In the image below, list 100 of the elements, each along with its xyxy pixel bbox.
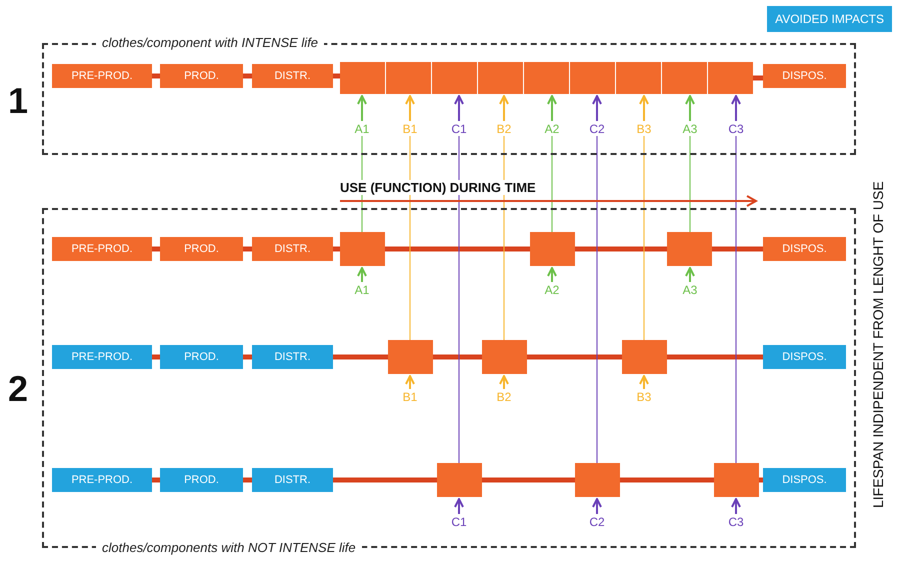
phase-box: DISPOS. (763, 345, 846, 369)
connector-line (152, 74, 160, 78)
connector-line (667, 354, 763, 360)
connector-line (575, 246, 667, 252)
phase-box: DISTR. (252, 64, 333, 88)
connector-line (333, 246, 340, 252)
arrow (731, 498, 741, 514)
use-phase-box (340, 62, 385, 94)
connector-line (482, 478, 575, 482)
arrow (405, 375, 415, 389)
arrow (499, 375, 509, 389)
arrow (685, 95, 695, 121)
connector-line (152, 354, 160, 360)
use-phase-box (432, 62, 477, 94)
phase-box: PROD. (160, 64, 243, 88)
use-phase-box (667, 232, 712, 266)
impact-label: B1 (395, 390, 425, 404)
arrow (357, 95, 367, 121)
arrow (357, 267, 367, 282)
impact-label: A2 (537, 283, 567, 297)
phase-box: DISTR. (252, 345, 333, 369)
arrow (731, 95, 741, 121)
use-phase-box (388, 340, 433, 374)
connector-line (620, 478, 714, 482)
impact-label: A2 (537, 122, 567, 136)
phase-box: PRE-PROD. (52, 468, 152, 492)
arrow (639, 375, 649, 389)
connector-line (152, 478, 160, 482)
arrow (592, 95, 602, 121)
use-phase-box (530, 232, 575, 266)
connector-line (385, 246, 530, 252)
impact-label: B3 (629, 390, 659, 404)
connector-line (333, 74, 340, 78)
impact-label: C2 (582, 515, 612, 529)
impact-label: A3 (675, 122, 705, 136)
use-phase-box (524, 62, 569, 94)
impact-label: B2 (489, 122, 519, 136)
use-phase-box (575, 463, 620, 497)
connector-line (152, 246, 160, 252)
use-phase-box (708, 62, 753, 94)
phase-box: DISTR. (252, 468, 333, 492)
arrow (685, 267, 695, 282)
use-phase-box (714, 463, 759, 497)
impact-label: C1 (444, 122, 474, 136)
connector-line (759, 478, 763, 482)
phase-box: DISPOS. (763, 468, 846, 492)
connector-line (596, 136, 598, 464)
axis-caption: USE (FUNCTION) DURING TIME (340, 180, 536, 195)
impact-label: C1 (444, 515, 474, 529)
use-phase-box (482, 340, 527, 374)
connector-line (333, 478, 437, 482)
side-note: LIFESPAN INDIPENDENT FROM LENGHT OF USE (870, 180, 886, 510)
connector-line (243, 478, 252, 482)
impact-label: A1 (347, 122, 377, 136)
phase-box: DISTR. (252, 237, 333, 261)
section-number: 2 (8, 368, 28, 410)
phase-box: PROD. (160, 237, 243, 261)
use-phase-box (622, 340, 667, 374)
use-phase-box (386, 62, 431, 94)
use-phase-box (478, 62, 523, 94)
use-phase-box (662, 62, 707, 94)
connector-line (433, 354, 482, 360)
connector-line (243, 74, 252, 78)
impact-label: C2 (582, 122, 612, 136)
group-title: clothes/component with INTENSE life (96, 35, 324, 50)
use-phase-box (437, 463, 482, 497)
connector-line (333, 354, 388, 360)
impact-label: A3 (675, 283, 705, 297)
use-phase-box (616, 62, 661, 94)
arrow (454, 95, 464, 121)
arrow (592, 498, 602, 514)
connector-line (458, 136, 460, 464)
connector-line (243, 354, 252, 360)
phase-box: PRE-PROD. (52, 237, 152, 261)
group-title: clothes/components with NOT INTENSE life (96, 540, 362, 555)
phase-box: DISPOS. (763, 64, 846, 88)
phase-box: PRE-PROD. (52, 64, 152, 88)
connector-line (243, 246, 252, 252)
arrow (405, 95, 415, 121)
section-number: 1 (8, 80, 28, 122)
impact-label: B3 (629, 122, 659, 136)
use-phase-box (570, 62, 615, 94)
arrow (499, 95, 509, 121)
use-phase-box (340, 232, 385, 266)
arrow (547, 95, 557, 121)
phase-box: PRE-PROD. (52, 345, 152, 369)
impact-label: C3 (721, 122, 751, 136)
connector-line (712, 246, 763, 252)
arrow (639, 95, 649, 121)
impact-label: B1 (395, 122, 425, 136)
arrow (454, 498, 464, 514)
phase-box: PROD. (160, 468, 243, 492)
phase-box: PROD. (160, 345, 243, 369)
impact-label: B2 (489, 390, 519, 404)
connector-line (527, 354, 622, 360)
connector-line (753, 76, 763, 80)
legend-key: AVOIDED IMPACTS (767, 6, 892, 32)
phase-box: DISPOS. (763, 237, 846, 261)
arrow (547, 267, 557, 282)
impact-label: C3 (721, 515, 751, 529)
